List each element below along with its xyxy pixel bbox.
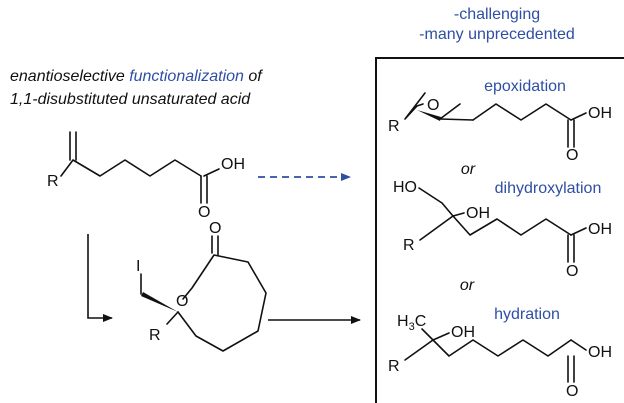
products-box: [375, 57, 624, 403]
alcohol-product: hydration H3C OH R OH O: [388, 306, 612, 400]
alcohol-oh: OH: [451, 324, 475, 341]
or-2: or: [460, 277, 475, 294]
lactone-r-group: R: [149, 327, 161, 344]
iodolactone: I O O R: [136, 220, 267, 352]
header-challenging: -challenging: [454, 6, 540, 23]
lactone-iodo: I: [136, 258, 140, 275]
diol-oh: OH: [466, 205, 490, 222]
title-suffix: of: [244, 68, 263, 85]
diol-ho: HO: [393, 179, 417, 196]
epoxide-o: O: [427, 97, 439, 114]
epoxidation-label: epoxidation: [484, 78, 566, 95]
wedge-bond: [141, 292, 178, 312]
diol-acid-o: O: [566, 263, 578, 280]
title-highlight: functionalization: [129, 68, 244, 85]
lactone-ring-o: O: [176, 293, 188, 310]
dihydroxylation-label: dihydroxylation: [495, 180, 602, 197]
alcohol-acid-oh: OH: [588, 344, 612, 361]
diol-acid-oh: OH: [588, 221, 612, 238]
sm-r-group: R: [47, 173, 59, 190]
alcohol-r-group: R: [388, 358, 400, 375]
scheme-title: enantioselective functionalization of: [10, 68, 263, 85]
epoxide-product: epoxidation O R OH O: [388, 78, 612, 164]
diol-r-group: R: [403, 237, 415, 254]
bent-arrow: [87, 234, 113, 322]
alcohol-acid-o: O: [566, 383, 578, 400]
diol-product: dihydroxylation HO OH R OH O: [393, 179, 612, 280]
title-prefix: enantioselective: [10, 68, 129, 85]
epoxide-acid-oh: OH: [588, 105, 612, 122]
or-1: or: [461, 161, 476, 178]
header-unprecedented: -many unprecedented: [419, 26, 575, 43]
sm-acid-oh: OH: [221, 156, 245, 173]
alcohol-ch3: H3C: [397, 313, 426, 333]
epoxide-wedge: [417, 110, 441, 121]
starting-material: R OH O: [47, 131, 245, 221]
epoxide-r-group: R: [388, 118, 400, 135]
lactone-carbonyl-o: O: [209, 220, 221, 237]
hydration-label: hydration: [494, 306, 560, 323]
scheme-title-line2: 1,1-disubstituted unsaturated acid: [10, 91, 251, 108]
sm-acid-o: O: [198, 204, 210, 221]
epoxide-acid-o: O: [566, 147, 578, 164]
